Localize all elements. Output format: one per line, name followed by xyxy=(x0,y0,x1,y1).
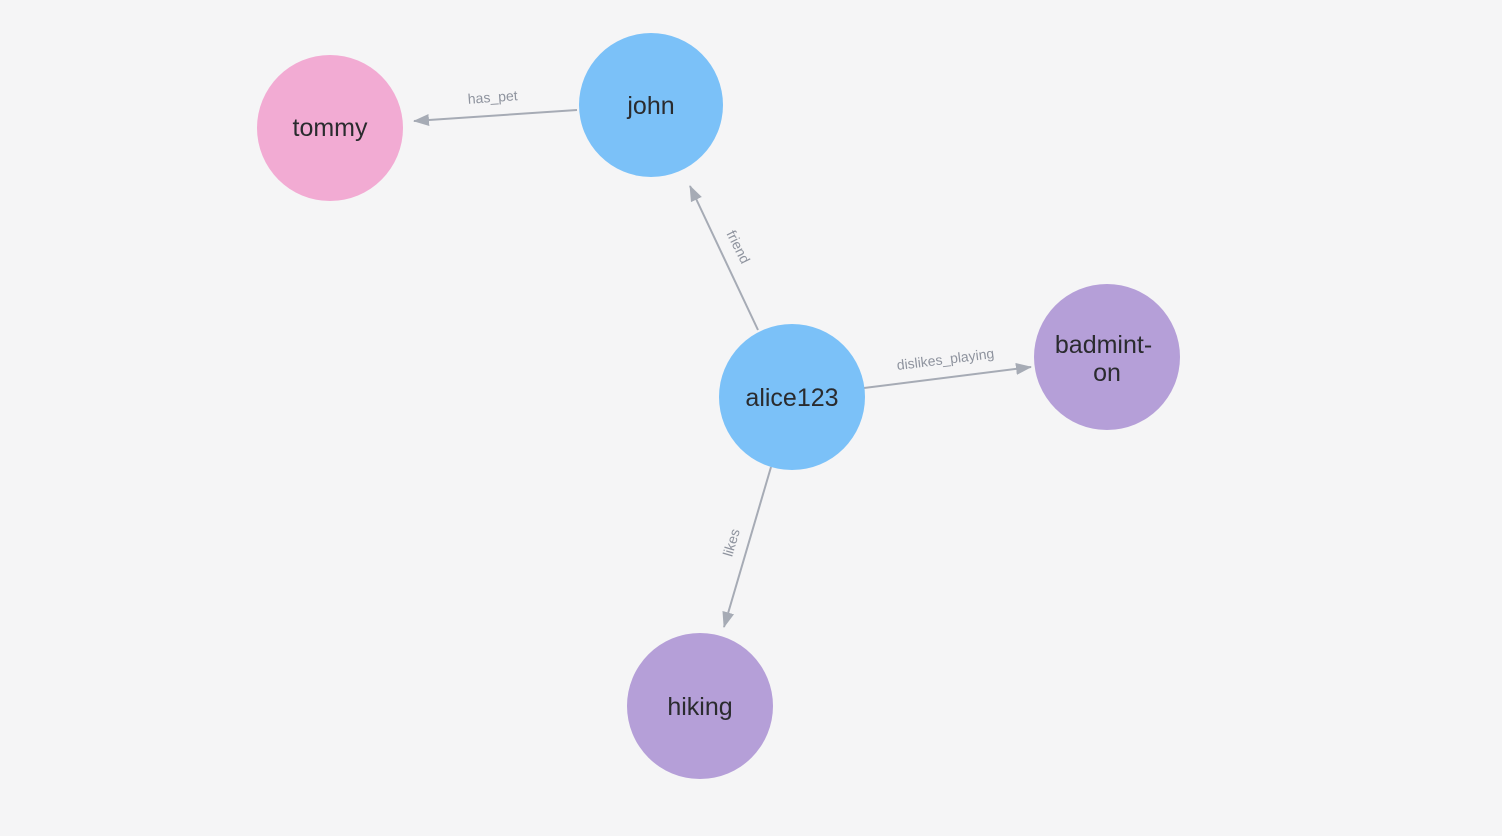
edge-label-likes: likes xyxy=(720,527,743,558)
edge-line-likes[interactable] xyxy=(722,466,772,628)
node-hiking[interactable]: hiking xyxy=(627,633,773,779)
node-tommy[interactable]: tommy xyxy=(257,55,403,201)
node-circle-alice123[interactable] xyxy=(719,324,865,470)
node-circle-badminton[interactable] xyxy=(1034,284,1180,430)
edge-friend[interactable]: friend xyxy=(689,185,759,331)
edge-dislikes-playing[interactable]: dislikes_playing xyxy=(863,345,1032,389)
edge-has-pet[interactable]: has_pet xyxy=(413,87,578,126)
edges-layer: has_pet friend dislikes_playing likes xyxy=(413,87,1032,628)
node-circle-john[interactable] xyxy=(579,33,723,177)
edge-label-dislikes-playing: dislikes_playing xyxy=(896,345,995,373)
node-badminton[interactable]: badmint- on xyxy=(1034,284,1180,430)
edge-line-dislikes-playing[interactable] xyxy=(863,362,1032,389)
edge-likes[interactable]: likes xyxy=(720,466,772,628)
node-circle-hiking[interactable] xyxy=(627,633,773,779)
edge-line-has-pet[interactable] xyxy=(413,109,578,126)
edge-label-friend: friend xyxy=(723,228,753,266)
node-john[interactable]: john xyxy=(579,33,723,177)
edge-line-friend[interactable] xyxy=(689,185,759,331)
node-circle-tommy[interactable] xyxy=(257,55,403,201)
edge-label-has-pet: has_pet xyxy=(467,87,518,107)
node-alice123[interactable]: alice123 xyxy=(719,324,865,470)
nodes-layer: tommy john alice123 badmint- on hiking xyxy=(257,33,1180,779)
